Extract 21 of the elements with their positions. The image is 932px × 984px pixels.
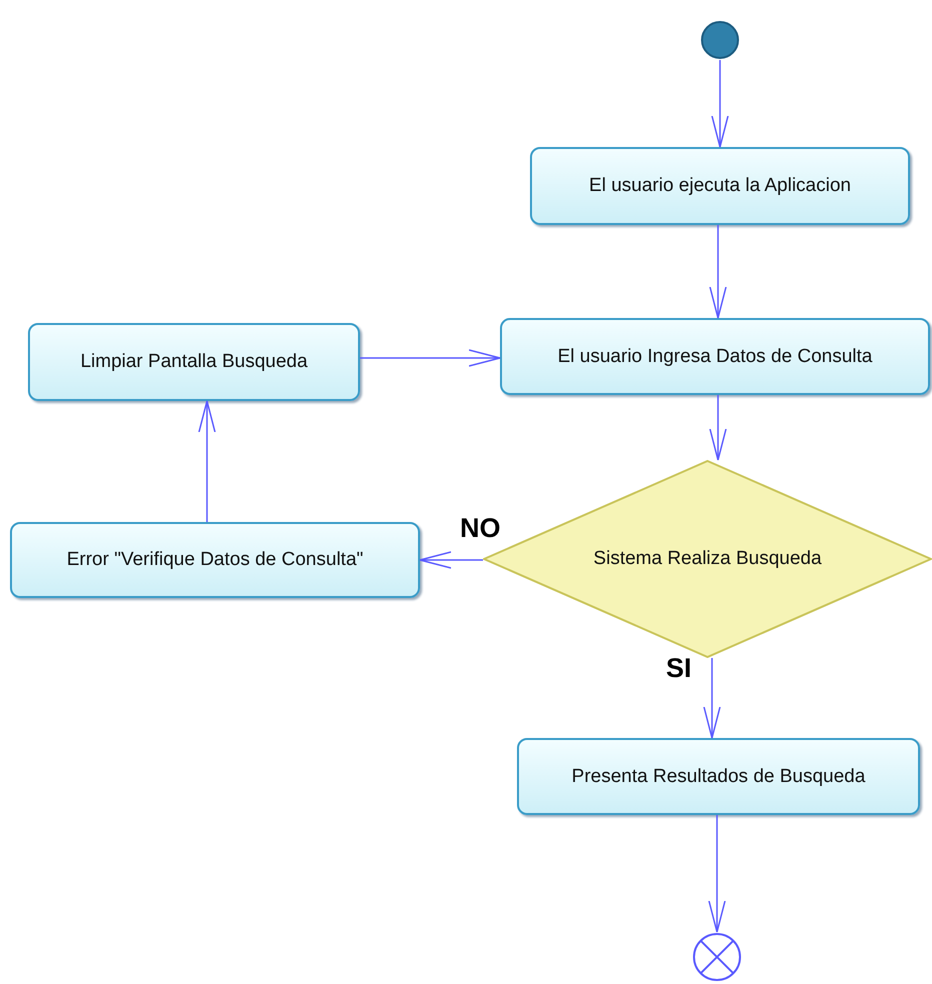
activity-box [500, 318, 930, 395]
activity-label: Sistema Realiza Busqueda [593, 548, 822, 570]
activity-box [517, 738, 920, 815]
flow-arrow [198, 400, 216, 522]
flow-arrow [709, 225, 727, 319]
activity-label: El usuario Ingresa Datos de Consulta [558, 346, 872, 368]
flow-arrow [360, 349, 501, 367]
activity-label: Error "Verifique Datos de Consulta" [66, 549, 364, 571]
flow-arrow [703, 658, 721, 739]
flow-arrow [708, 815, 726, 933]
start-node [700, 20, 740, 60]
activity-label: Limpiar Pantalla Busqueda [80, 351, 308, 373]
flow-arrow [709, 395, 727, 461]
activity-box [28, 323, 360, 401]
activity-box [530, 147, 910, 225]
flow-end-node [692, 932, 742, 982]
flow-arrow [711, 60, 729, 148]
flow-arrow [419, 551, 483, 569]
activity-label: Presenta Resultados de Busqueda [572, 766, 866, 788]
activity-label: El usuario ejecuta la Aplicacion [589, 175, 851, 197]
activity-box [10, 522, 420, 598]
